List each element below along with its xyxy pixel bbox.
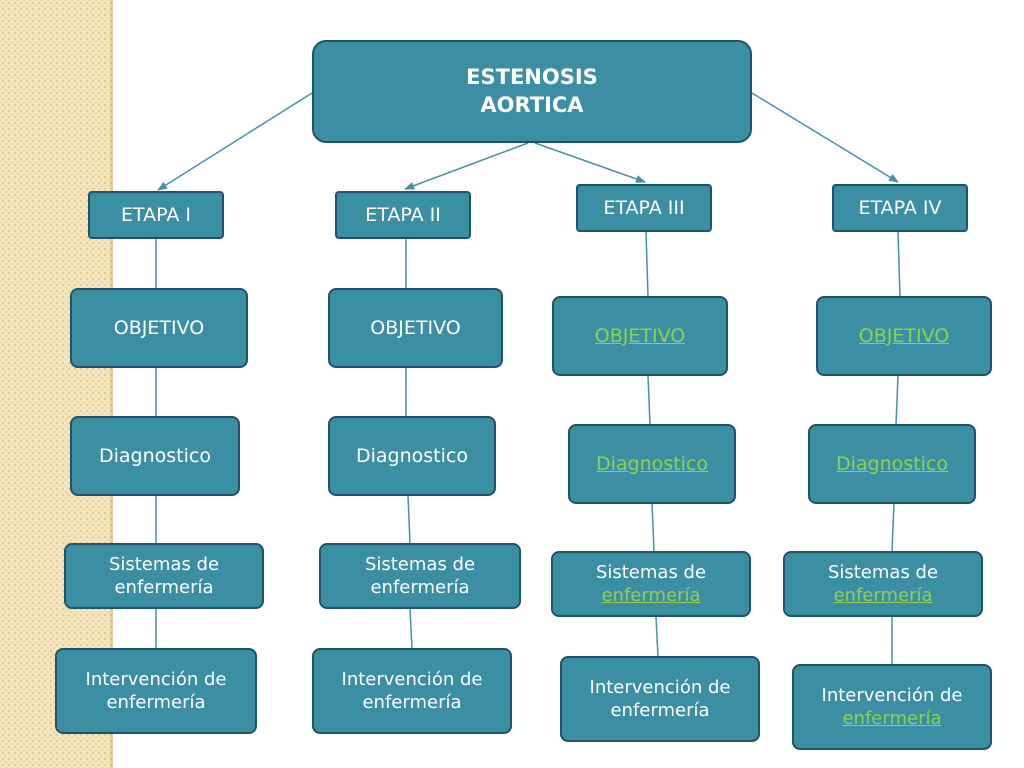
arrow-to-etapa-i xyxy=(157,92,313,191)
intervention-line-1: Intervención de xyxy=(341,668,483,690)
diagnostic-link[interactable]: Diagnostico xyxy=(836,452,948,475)
intervention-line-2: enfermería xyxy=(362,692,462,713)
stage-box-etapa-ii: ETAPA II xyxy=(335,191,471,239)
arrow-to-etapa-ii xyxy=(404,142,529,190)
stage-label: ETAPA IV xyxy=(858,196,942,219)
systems-line-1: Sistemas de xyxy=(595,561,707,583)
link-col3-a xyxy=(645,231,649,297)
systems-line-1: Sistemas de xyxy=(364,553,476,575)
diagnostic-box-1: Diagnostico xyxy=(70,416,240,496)
arrow-to-etapa-iv xyxy=(751,92,899,183)
systems-box-3: Sistemas de enfermería xyxy=(551,551,751,617)
diagnostic-link[interactable]: Diagnostico xyxy=(596,452,708,475)
diagnostic-box-3[interactable]: Diagnostico xyxy=(568,424,736,504)
intervention-box-1: Intervención de enfermería xyxy=(55,648,257,734)
title-line-2: AORTICA xyxy=(480,92,584,117)
systems-box-1: Sistemas de enfermería xyxy=(64,543,264,609)
link-col4-a xyxy=(897,231,901,297)
systems-box-2: Sistemas de enfermería xyxy=(319,543,521,609)
title-line-1: ESTENOSIS xyxy=(466,65,598,90)
intervention-line-2: enfermería xyxy=(610,700,710,721)
objective-label: OBJETIVO xyxy=(113,316,205,339)
objective-box-3[interactable]: OBJETIVO xyxy=(552,296,728,376)
diagnostic-box-4[interactable]: Diagnostico xyxy=(808,424,976,504)
systems-line-2-link[interactable]: enfermería xyxy=(833,585,933,606)
stage-label: ETAPA III xyxy=(603,196,685,219)
stage-label: ETAPA I xyxy=(120,203,192,226)
link-col3-b xyxy=(647,375,651,425)
stage-label: ETAPA II xyxy=(365,203,441,226)
diagnostic-box-2: Diagnostico xyxy=(328,416,496,496)
systems-box-4: Sistemas de enfermería xyxy=(783,551,983,617)
link-col4-c xyxy=(891,503,895,552)
diagnostic-label: Diagnostico xyxy=(356,444,468,467)
link-col3-d xyxy=(655,616,659,657)
objective-link[interactable]: OBJETIVO xyxy=(858,324,950,347)
stage-box-etapa-iii: ETAPA III xyxy=(576,184,712,232)
systems-line-2: enfermería xyxy=(114,577,214,598)
intervention-line-2-link[interactable]: enfermería xyxy=(842,708,942,729)
systems-line-1: Sistemas de xyxy=(827,561,939,583)
intervention-line-1: Intervención de xyxy=(821,684,963,706)
objective-box-4[interactable]: OBJETIVO xyxy=(816,296,992,376)
intervention-box-2: Intervención de enfermería xyxy=(312,648,512,734)
objective-label: OBJETIVO xyxy=(370,316,461,339)
stage-box-etapa-i: ETAPA I xyxy=(88,191,224,239)
intervention-line-1: Intervención de xyxy=(85,668,227,690)
link-col2-d xyxy=(409,608,413,649)
objective-box-2: OBJETIVO xyxy=(328,288,503,368)
arrow-to-etapa-iii xyxy=(534,142,646,183)
intervention-box-4: Intervención de enfermería xyxy=(792,664,992,750)
link-col4-b xyxy=(895,375,899,425)
intervention-line-2: enfermería xyxy=(106,692,206,713)
systems-line-2: enfermería xyxy=(370,577,470,598)
title-box: ESTENOSIS AORTICA xyxy=(312,40,752,143)
systems-line-1: Sistemas de xyxy=(108,553,220,575)
link-col3-c xyxy=(651,503,655,552)
intervention-box-3: Intervención de enfermería xyxy=(560,656,760,742)
link-col2-c xyxy=(407,495,411,544)
systems-line-2-link[interactable]: enfermería xyxy=(601,585,701,606)
diagnostic-label: Diagnostico xyxy=(99,444,211,467)
objective-box-1: OBJETIVO xyxy=(70,288,248,368)
decorative-side-strip xyxy=(0,0,113,768)
intervention-line-1: Intervención de xyxy=(589,676,731,698)
objective-link[interactable]: OBJETIVO xyxy=(594,324,686,347)
stage-box-etapa-iv: ETAPA IV xyxy=(832,184,968,232)
